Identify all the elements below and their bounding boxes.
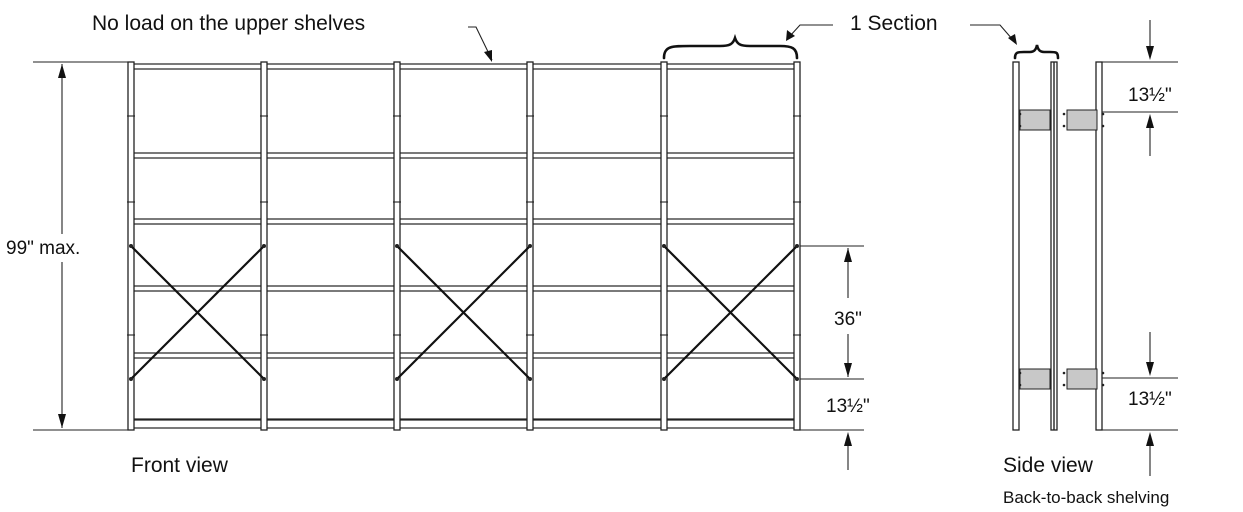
side-upright [1095, 61, 1103, 431]
brace-bolt [262, 377, 266, 381]
side-bolt [1018, 112, 1022, 116]
bottom-gap-front-label: 13½" [826, 396, 870, 417]
arrowhead-down [1146, 362, 1154, 376]
side-bolt [1062, 383, 1066, 387]
side-bolt [1062, 112, 1066, 116]
side-bolt [1018, 124, 1022, 128]
brace-height-label: 36" [834, 309, 862, 330]
arrowhead-up [844, 248, 852, 262]
side-section-leader [970, 24, 1014, 41]
front-view-shelving [127, 61, 801, 431]
x-brace [663, 245, 798, 380]
side-section-leader-arrow [1008, 34, 1017, 45]
side-view-shelving [1012, 61, 1105, 431]
x-brace [130, 245, 265, 380]
brace-bolt [129, 377, 133, 381]
side-section-brace [1013, 44, 1060, 60]
upper-shelves-leader [468, 26, 493, 61]
arrowhead-down [844, 363, 852, 377]
side-view-caption: Back-to-back shelving [1003, 488, 1169, 507]
arrowhead-up [1146, 432, 1154, 446]
arrowhead-up [1146, 114, 1154, 128]
front-shelf [130, 63, 798, 70]
side-bolt [1101, 112, 1105, 116]
brace-bolt [395, 244, 399, 248]
side-bolt [1101, 383, 1105, 387]
brace-bolt [795, 244, 799, 248]
upper-shelves-note: No load on the upper shelves [92, 12, 365, 35]
side-shelf-block [1019, 109, 1051, 131]
brace-bolt [795, 377, 799, 381]
side-view-label: Side view [1003, 454, 1094, 477]
brace-bolt [262, 244, 266, 248]
brace-bolt [662, 244, 666, 248]
side-bolt [1101, 124, 1105, 128]
side-shelf-block [1066, 109, 1098, 131]
brace-bolt [528, 377, 532, 381]
side-shelf-block [1066, 368, 1098, 390]
front-shelf [130, 352, 798, 359]
bottom-gap-side-label: 13½" [1128, 389, 1172, 410]
section-leader [789, 24, 833, 37]
side-bolt [1018, 371, 1022, 375]
front-shelf [130, 152, 798, 159]
height-max-label: 99" max. [6, 238, 80, 259]
section-brace [662, 33, 799, 60]
side-bolt [1062, 124, 1066, 128]
side-shelf-block [1019, 368, 1051, 390]
brace-bolt [129, 244, 133, 248]
side-upright [1012, 61, 1020, 431]
arrowhead-down [1146, 46, 1154, 60]
arrowhead-down [58, 414, 66, 428]
front-view-label: Front view [131, 454, 229, 477]
brace-bolt [662, 377, 666, 381]
arrowhead-up [58, 64, 66, 78]
section-leader-arrow [786, 30, 795, 41]
front-shelf [130, 285, 798, 292]
brace-bolt [395, 377, 399, 381]
side-bolt [1101, 371, 1105, 375]
side-bolt [1018, 383, 1022, 387]
arrowhead-up [844, 432, 852, 446]
dimension-lines [33, 20, 1178, 476]
side-bolt [1062, 371, 1066, 375]
upper-shelves-leader-arrow [484, 50, 492, 62]
x-brace [396, 245, 531, 380]
front-shelf [130, 218, 798, 225]
top-gap-side-label: 13½" [1128, 85, 1172, 106]
section-note: 1 Section [850, 12, 938, 35]
front-base-shelf [130, 419, 798, 429]
brace-bolt [528, 244, 532, 248]
